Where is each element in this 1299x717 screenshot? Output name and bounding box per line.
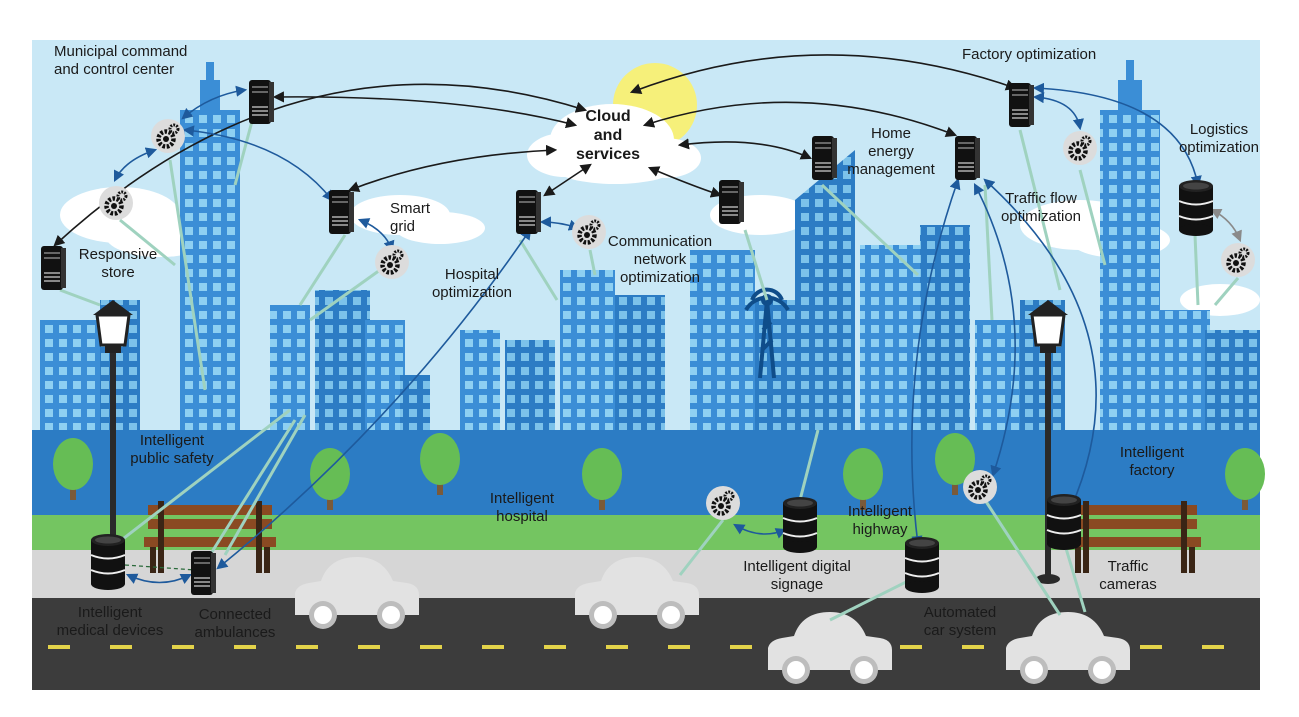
gear-icon	[99, 186, 133, 220]
server-icon	[719, 180, 744, 224]
logistics-gray-arrow	[1209, 208, 1242, 243]
gear-icon	[151, 119, 185, 153]
gear-icon	[1063, 131, 1097, 165]
communication-network-label: Communication network optimization	[607, 233, 713, 286]
cloud-services-label: Cloud and services	[575, 108, 641, 163]
local-arrows	[113, 82, 1202, 585]
database-icon	[904, 536, 940, 594]
database-icon	[1046, 493, 1082, 551]
gear-icon	[375, 245, 409, 279]
database-icon	[1178, 179, 1214, 237]
logistics-optimization-label: Logistics optimization	[1178, 121, 1260, 156]
intelligent-hospital-label: Intelligent hospital	[489, 490, 555, 525]
factory-optimization-label: Factory optimization	[962, 46, 1097, 63]
gear-icon	[963, 470, 997, 504]
database-icon	[90, 533, 126, 591]
automated-car-label: Automated car system	[923, 604, 997, 639]
medical-devices-label: Intelligent medical devices	[56, 604, 164, 639]
smart-grid-label: Smart grid	[390, 200, 431, 235]
server-icon	[955, 136, 980, 180]
digital-signage-label: Intelligent digital signage	[743, 558, 851, 593]
home-energy-label: Home energy management	[847, 125, 935, 178]
intelligent-factory-label: Intelligent factory	[1119, 444, 1185, 479]
server-icon	[812, 136, 837, 180]
database-icon	[782, 496, 818, 554]
lane-markings	[48, 645, 1224, 649]
gear-icon	[1221, 243, 1255, 277]
traffic-cameras-label: Traffic cameras	[1099, 558, 1157, 593]
public-safety-label: Intelligent public safety	[130, 432, 214, 467]
hospital-optimization-label: Hospital optimization	[431, 266, 513, 301]
server-icon	[191, 551, 216, 595]
municipal-command-label: Municipal command and control center	[54, 43, 188, 78]
server-icon	[516, 190, 541, 234]
server-icon	[329, 190, 354, 234]
connected-ambulances-label: Connected ambulances	[194, 606, 276, 641]
gear-icon	[706, 486, 740, 520]
server-icon	[249, 80, 274, 124]
ambulance-dashed-link	[124, 564, 196, 571]
intelligent-highway-label: Intelligent highway	[847, 503, 913, 538]
traffic-flow-label: Traffic flow optimization	[1000, 190, 1082, 225]
server-icon	[1009, 83, 1034, 127]
server-icon	[41, 246, 66, 290]
responsive-store-label: Responsive store	[78, 246, 158, 281]
